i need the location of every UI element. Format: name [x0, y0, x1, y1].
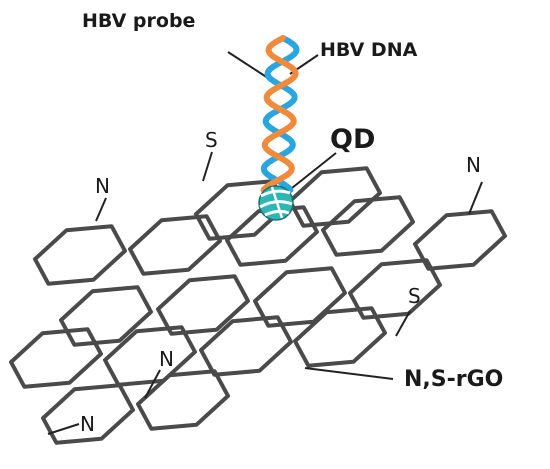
lattice-hexagon	[225, 205, 319, 267]
dopant-n-left: N	[95, 174, 110, 198]
probe-label: HBV probe	[82, 10, 195, 32]
lattice-hexagon	[59, 285, 153, 347]
double-helix-icon	[260, 35, 300, 193]
dopant-n-right: N	[466, 153, 481, 177]
lattice-hexagon	[293, 306, 387, 368]
lattice-hexagon	[128, 214, 222, 276]
probe-leader	[227, 51, 269, 79]
dopant-n-bottom: N	[80, 412, 95, 436]
lattice-hexagon	[9, 327, 103, 389]
striped-sphere-icon	[258, 185, 294, 221]
graphene-lattice	[9, 166, 507, 445]
bond-s-top	[202, 151, 213, 182]
qd-stripe	[264, 209, 290, 217]
material-label: N,S-rGO	[404, 367, 503, 392]
dna-strand	[260, 35, 299, 193]
bond-n-right	[468, 181, 483, 215]
bond-n-bottom	[47, 423, 80, 435]
lattice-hexagon	[156, 274, 250, 336]
dopant-s-top: S	[205, 128, 218, 152]
bond-n-left	[95, 197, 107, 222]
dopant-n-mid: N	[159, 347, 174, 371]
lattice-hexagon	[199, 315, 293, 377]
qd-stripe	[270, 186, 284, 219]
lattice-hexagon	[103, 325, 197, 387]
qd-stripe	[260, 189, 291, 198]
material-leader	[304, 367, 394, 380]
lattice-hexagon	[413, 209, 507, 271]
dopant-bonds	[47, 151, 483, 435]
bond-s-right	[395, 310, 411, 337]
lattice-hexagon	[33, 224, 127, 286]
lattice-hexagon	[321, 195, 415, 257]
qd-leader	[291, 152, 337, 189]
qd-label: QD	[330, 124, 375, 155]
bond-n-mid	[144, 369, 161, 399]
dopant-s-right: S	[408, 284, 421, 308]
lattice-hexagon	[136, 369, 230, 431]
dna-label: HBV DNA	[320, 39, 418, 61]
lattice-hexagon	[41, 383, 135, 445]
